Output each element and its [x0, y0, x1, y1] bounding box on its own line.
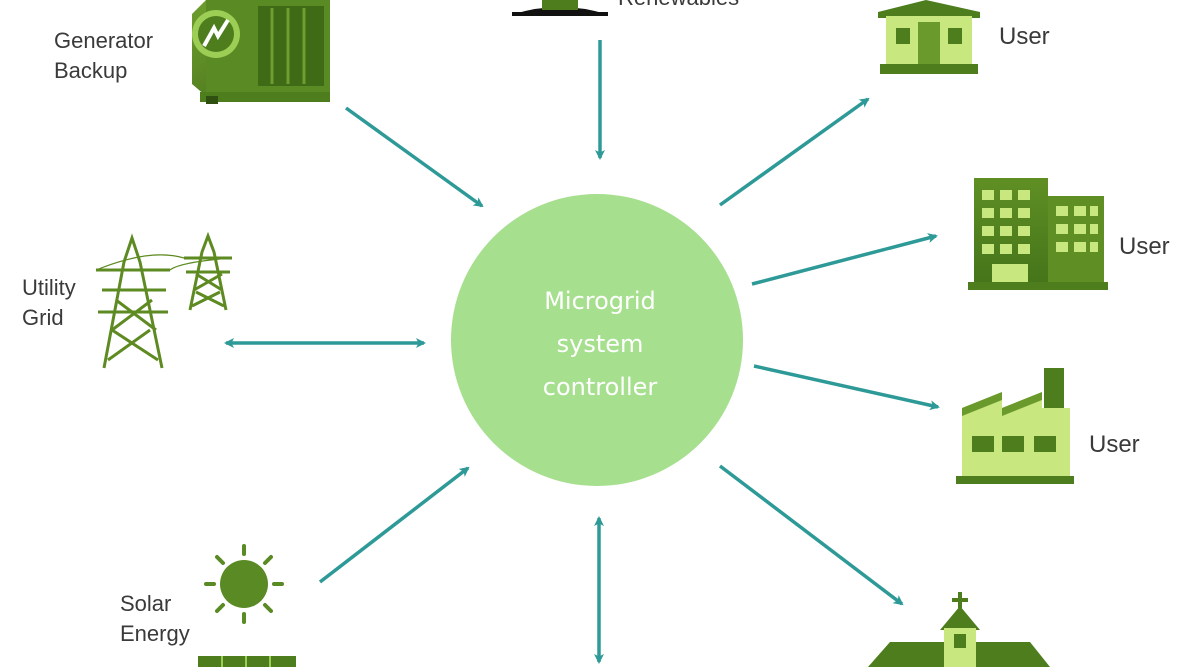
- utility-label-line2: Grid: [22, 305, 64, 330]
- office-building-icon: [968, 178, 1108, 290]
- arrow-hub-to-church: [718, 464, 904, 606]
- renewables-label: Renewables: [618, 0, 739, 13]
- generator-label: Generator Backup: [54, 26, 153, 86]
- house-icon: [878, 0, 980, 74]
- church-icon: [868, 592, 1050, 667]
- solar-panel-icon: [198, 656, 296, 667]
- controller-label: Microgrid system controller: [455, 280, 745, 409]
- user-label-house: User: [999, 23, 1050, 50]
- user-label-factory: User: [1089, 431, 1140, 458]
- solar-label: Solar Energy: [120, 589, 190, 649]
- solar-label-line1: Solar: [120, 591, 172, 616]
- renewables-icon: [512, 0, 608, 16]
- controller-label-line2: system: [556, 330, 644, 358]
- arrow-hub-to-house: [718, 97, 870, 207]
- user-label-office: User: [1119, 233, 1170, 260]
- factory-icon: [956, 368, 1074, 484]
- arrow-hub-to-factory: [753, 364, 940, 411]
- renewables-label-text: Renewables: [618, 0, 739, 10]
- arrow-solar-to-hub: [318, 466, 470, 584]
- generator-label-line1: Generator: [54, 28, 154, 53]
- controller-label-line3: controller: [542, 373, 658, 401]
- arrow-generator-to-hub: [344, 106, 484, 208]
- controller-hub: [451, 194, 743, 486]
- arrow-hub-to-office: [751, 233, 938, 286]
- solar-label-line2: Energy: [120, 621, 190, 646]
- controller-label-line1: Microgrid: [544, 287, 656, 315]
- generator-icon: [192, 0, 330, 104]
- utility-label-line1: Utility: [22, 275, 76, 300]
- transmission-tower-icon: [95, 231, 233, 369]
- utility-label: Utility Grid: [22, 273, 76, 333]
- sun-icon: [204, 544, 284, 624]
- generator-label-line2: Backup: [54, 58, 128, 83]
